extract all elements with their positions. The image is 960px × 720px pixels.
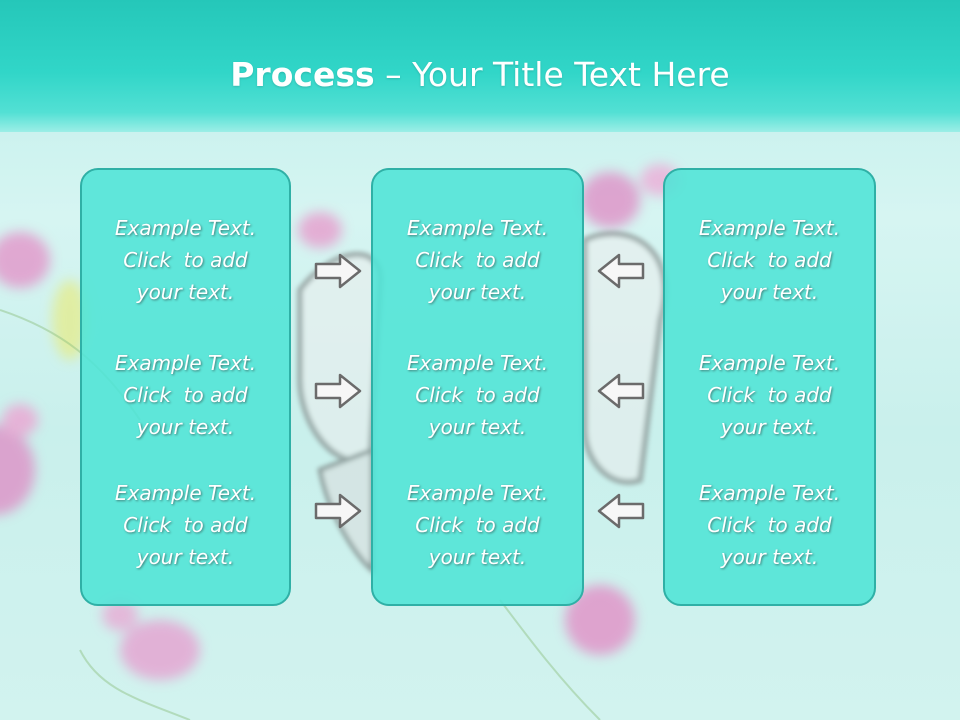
text-block[interactable]: Example Text. Click to add your text. (373, 212, 582, 308)
text-line: Click to add (707, 248, 832, 272)
text-line: your text. (428, 545, 527, 569)
text-line: your text. (136, 280, 235, 304)
text-line: your text. (136, 415, 235, 439)
text-line: Example Text. (406, 351, 549, 375)
text-line: Example Text. (114, 351, 257, 375)
arrow-right-icon[interactable] (314, 493, 362, 529)
text-line: Click to add (123, 248, 248, 272)
header-band (0, 0, 960, 132)
slide-title[interactable]: Process – Your Title Text Here (0, 52, 960, 98)
text-line: your text. (720, 415, 819, 439)
arrow-right-icon[interactable] (314, 253, 362, 289)
text-line: Click to add (415, 248, 540, 272)
text-line: Example Text. (698, 351, 841, 375)
process-box-left[interactable]: Example Text. Click to add your text. Ex… (80, 168, 291, 606)
text-block[interactable]: Example Text. Click to add your text. (82, 212, 289, 308)
text-block[interactable]: Example Text. Click to add your text. (665, 477, 874, 573)
text-block[interactable]: Example Text. Click to add your text. (665, 212, 874, 308)
text-line: Example Text. (406, 481, 549, 505)
text-line: Example Text. (114, 481, 257, 505)
arrow-left-icon[interactable] (597, 373, 645, 409)
text-block[interactable]: Example Text. Click to add your text. (373, 477, 582, 573)
arrow-right-icon[interactable] (314, 373, 362, 409)
process-box-right[interactable]: Example Text. Click to add your text. Ex… (663, 168, 876, 606)
text-line: your text. (428, 280, 527, 304)
text-block[interactable]: Example Text. Click to add your text. (82, 347, 289, 443)
text-line: your text. (720, 545, 819, 569)
text-line: Click to add (415, 383, 540, 407)
text-line: your text. (720, 280, 819, 304)
arrow-left-icon[interactable] (597, 253, 645, 289)
text-line: Example Text. (114, 216, 257, 240)
text-block[interactable]: Example Text. Click to add your text. (665, 347, 874, 443)
title-bold-part: Process (230, 55, 375, 94)
text-line: Click to add (707, 513, 832, 537)
text-line: Example Text. (406, 216, 549, 240)
text-line: your text. (428, 415, 527, 439)
text-line: Example Text. (698, 481, 841, 505)
text-line: Click to add (415, 513, 540, 537)
text-line: Click to add (123, 383, 248, 407)
arrow-left-icon[interactable] (597, 493, 645, 529)
text-line: Click to add (707, 383, 832, 407)
text-line: Example Text. (698, 216, 841, 240)
title-rest-part: – Your Title Text Here (374, 55, 730, 94)
process-box-middle[interactable]: Example Text. Click to add your text. Ex… (371, 168, 584, 606)
text-block[interactable]: Example Text. Click to add your text. (82, 477, 289, 573)
text-line: your text. (136, 545, 235, 569)
text-line: Click to add (123, 513, 248, 537)
text-block[interactable]: Example Text. Click to add your text. (373, 347, 582, 443)
